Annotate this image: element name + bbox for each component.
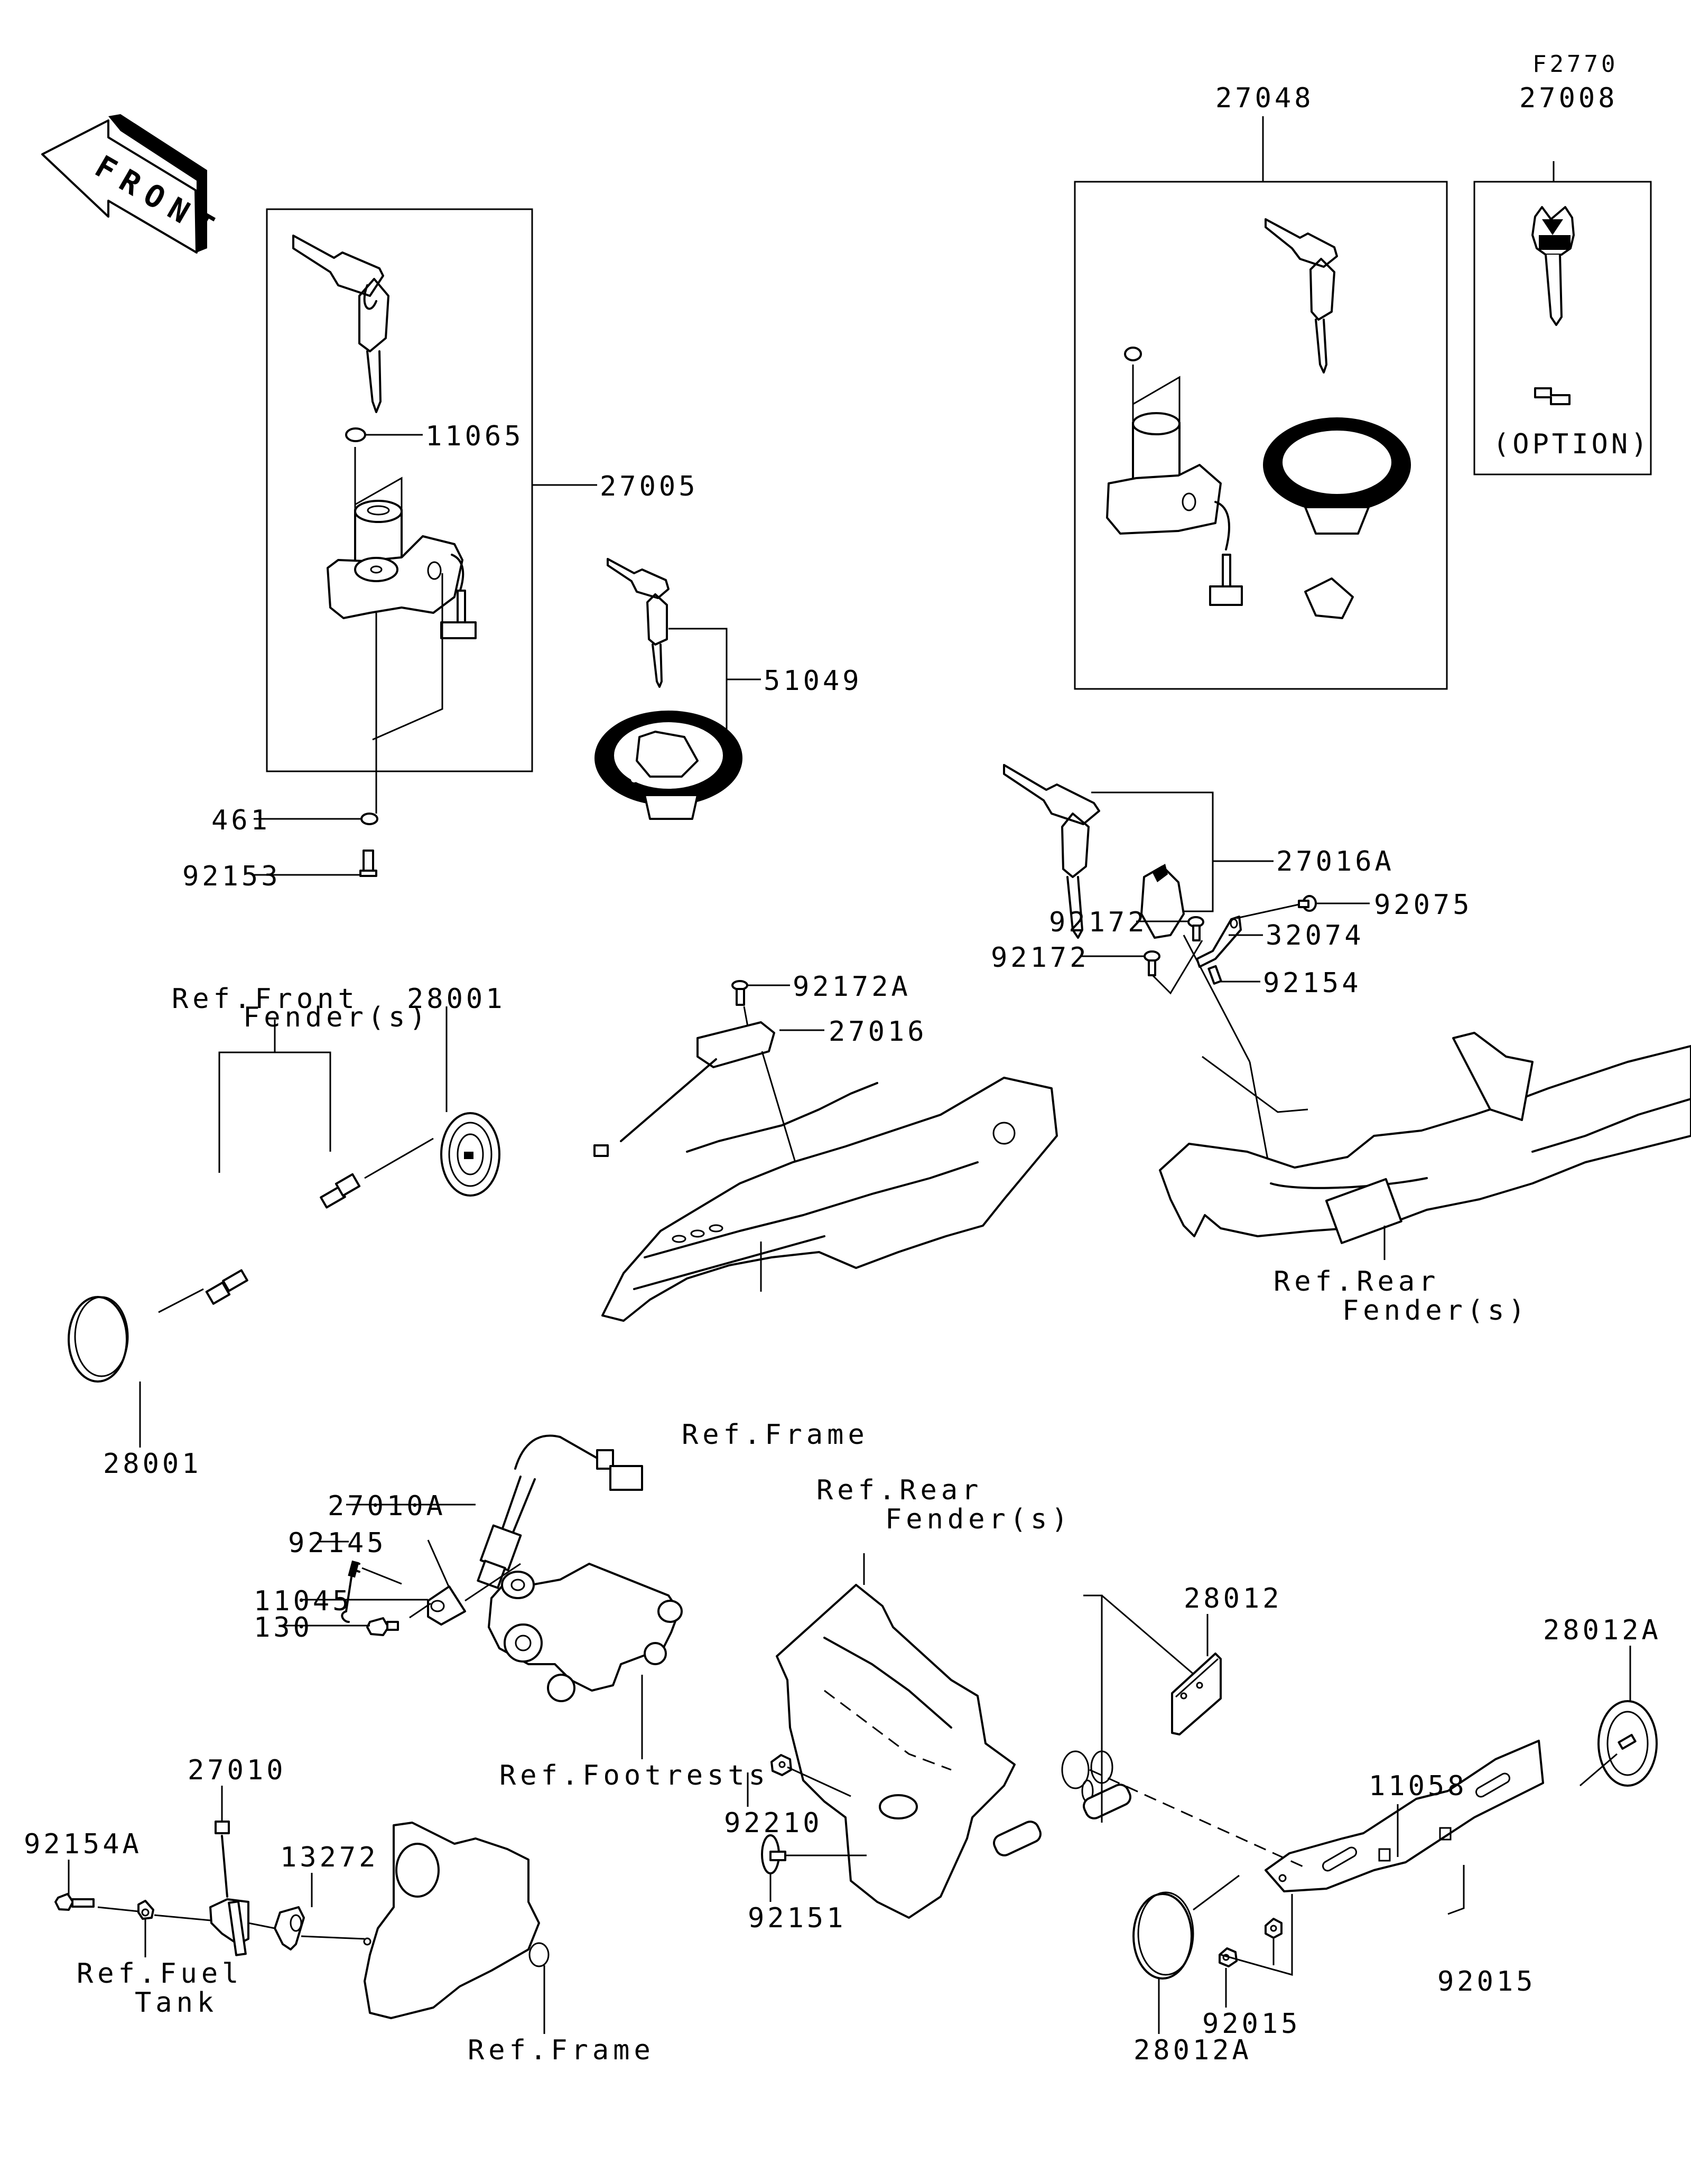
key-set-51049-icon: [608, 559, 668, 687]
callout-130: 130: [254, 1612, 313, 1644]
ref-rear-fender-upper-line1: Ref.Rear: [1274, 1266, 1440, 1298]
callout-28001-upper: 28001: [407, 983, 506, 1015]
kawasaki-key-icon: [1532, 207, 1574, 325]
frame-reference-mid-icon: [602, 1078, 1057, 1321]
callout-92145: 92145: [288, 1527, 387, 1559]
ref-fuel-tank-line2: Tank: [135, 1987, 218, 2019]
screw-92172b-icon: [1145, 951, 1159, 975]
ref-frame-mid: Ref.Frame: [682, 1419, 869, 1451]
callout-92151: 92151: [748, 1902, 847, 1934]
screw-92172A-icon: [732, 981, 747, 1005]
bolt-92151-icon: [762, 1835, 785, 1873]
bracket-11045-icon: [428, 1586, 465, 1625]
bolt-130-icon: [367, 1618, 398, 1635]
washer-461-icon: [361, 814, 377, 824]
callout-32074: 32074: [1266, 920, 1364, 951]
ref-front-fender-line2: Fender(s): [243, 1002, 430, 1033]
callout-51049: 51049: [764, 665, 862, 697]
reflector-28012-icon: [1172, 1654, 1221, 1734]
nut-92210-icon: [772, 1755, 791, 1775]
fuel-cap-27048-icon: [1263, 417, 1411, 618]
option-note: (OPTION): [1493, 428, 1651, 460]
ref-rear-fender-lower-line1: Ref.Rear: [816, 1474, 983, 1506]
bolt-92154-icon: [1209, 966, 1221, 984]
seat-lock-cylinder-icon: [1141, 864, 1184, 938]
callout-92172-upper: 92172: [1049, 907, 1148, 938]
ignition-switch-icon: [328, 447, 476, 814]
callout-27010A: 27010A: [328, 1490, 446, 1522]
bolt-92153-icon: [360, 851, 376, 876]
nut-92015-right-icon: [1266, 1919, 1281, 1938]
callout-27016: 27016: [829, 1016, 927, 1048]
key-set-27016A-icon: [1004, 765, 1099, 938]
ref-front-fender-line1: Ref.Front: [172, 983, 359, 1015]
callout-28012A-upper: 28012A: [1543, 1614, 1661, 1646]
callout-11045: 11045: [254, 1585, 352, 1617]
ref-footrests: Ref.Footrests: [499, 1760, 769, 1791]
reflector-bracket-11058-icon: [1266, 1741, 1543, 1891]
callout-92172A: 92172A: [793, 971, 911, 1003]
callout-92075: 92075: [1374, 889, 1473, 921]
key-set-icon: [293, 236, 388, 412]
reflector-28001-right-icon: [441, 1113, 499, 1196]
callout-11065: 11065: [425, 421, 524, 452]
reflector-28001-left-icon: [69, 1297, 128, 1382]
footrest-reference-icon: [489, 1564, 682, 1701]
callout-11058: 11058: [1369, 1770, 1467, 1802]
callout-92015-left: 92015: [1202, 2008, 1301, 2040]
callout-13272: 13272: [280, 1842, 379, 1873]
callout-27048: 27048: [1215, 82, 1314, 114]
ref-frame-bottom: Ref.Frame: [468, 2034, 655, 2066]
callout-92172-lower: 92172: [991, 942, 1090, 974]
callout-27005: 27005: [600, 471, 699, 502]
fuel-cap-51049-icon: [594, 711, 742, 819]
seat-lock-cable-27016-icon: [594, 1022, 774, 1156]
cap-11065-icon: [346, 428, 365, 441]
ref-rear-fender-lower-line2: Fender(s): [885, 1504, 1072, 1535]
bolt-92154A-icon: [55, 1894, 94, 1910]
frame-reference-bottom-icon: [364, 1823, 549, 2018]
callout-92154A: 92154A: [24, 1828, 142, 1860]
stud-left-icon: [207, 1270, 247, 1303]
bolt-92075-icon: [1299, 896, 1316, 911]
callout-92210: 92210: [724, 1807, 823, 1839]
fuel-sensor-27010-icon: [210, 1822, 248, 1955]
reflector-28012A-left-icon: [1133, 1892, 1193, 1978]
callout-28012: 28012: [1184, 1583, 1283, 1614]
front-direction-arrow-icon: [42, 114, 207, 253]
ignition-switch-27048-icon: [1107, 413, 1242, 605]
reflector-28012A-right-icon: [1599, 1701, 1657, 1786]
callout-92015-right: 92015: [1437, 1966, 1536, 1998]
callout-461: 461: [211, 805, 271, 836]
clip-nut-icon: [138, 1901, 153, 1919]
bracket-32074-icon: [1197, 917, 1241, 967]
gasket-13272-icon: [275, 1907, 304, 1949]
key-set-27048-icon: [1266, 219, 1337, 372]
rear-fender-reference-upper-icon: [1160, 1033, 1691, 1243]
callout-28012A-lower: 28012A: [1133, 2034, 1252, 2066]
callout-92154: 92154: [1263, 967, 1362, 999]
option-ref-code: F2770: [1532, 51, 1619, 78]
kit-box-27005: [267, 209, 532, 771]
option-box-27008: [1474, 182, 1651, 474]
spring-92145-icon: [342, 1560, 402, 1622]
ref-rear-fender-upper-line2: Fender(s): [1342, 1295, 1529, 1327]
callout-27010: 27010: [188, 1754, 286, 1786]
rear-fender-reference-lower-icon: [777, 1585, 1133, 1918]
callout-92153: 92153: [182, 861, 281, 892]
callout-27008: 27008: [1519, 82, 1618, 114]
kit-box-27048: [1075, 182, 1447, 689]
ref-fuel-tank-line1: Ref.Fuel: [77, 1958, 243, 1990]
screw-92172-icon: [1188, 917, 1203, 940]
stud-right-icon: [321, 1174, 359, 1208]
callout-28001-lower: 28001: [103, 1448, 202, 1480]
brake-switch-27010A-icon: [478, 1436, 642, 1588]
callout-27016A: 27016A: [1276, 846, 1395, 878]
